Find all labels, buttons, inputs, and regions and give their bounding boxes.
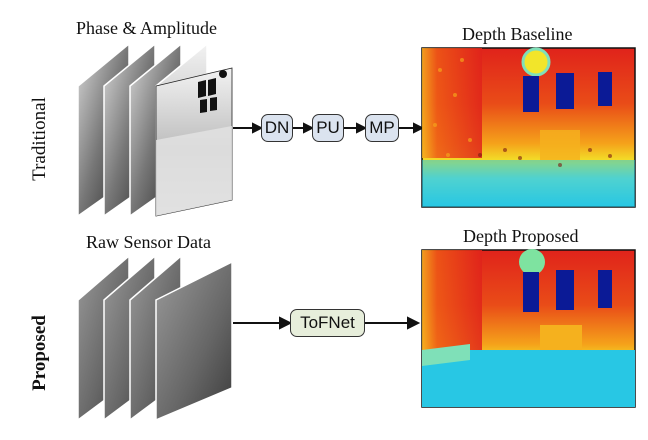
bottom-arrows xyxy=(233,316,421,330)
mp-box: MP xyxy=(365,114,399,142)
tofnet-box: ToFNet xyxy=(290,309,365,337)
phase-amplitude-stack xyxy=(77,42,233,218)
depth-proposed-image xyxy=(421,249,636,408)
depth-baseline-title: Depth Baseline xyxy=(462,24,573,44)
phase-amplitude-title: Phase & Amplitude xyxy=(76,18,217,38)
raw-sensor-stack xyxy=(77,254,233,422)
depth-proposed-title: Depth Proposed xyxy=(463,226,579,246)
front-frame-windows xyxy=(198,70,227,113)
pu-box: PU xyxy=(312,114,344,142)
raw-frame-4 xyxy=(155,260,233,422)
top-arrows xyxy=(233,122,425,134)
dn-box: DN xyxy=(261,114,293,142)
depth-baseline-image xyxy=(421,47,636,208)
raw-sensor-title: Raw Sensor Data xyxy=(86,232,211,252)
